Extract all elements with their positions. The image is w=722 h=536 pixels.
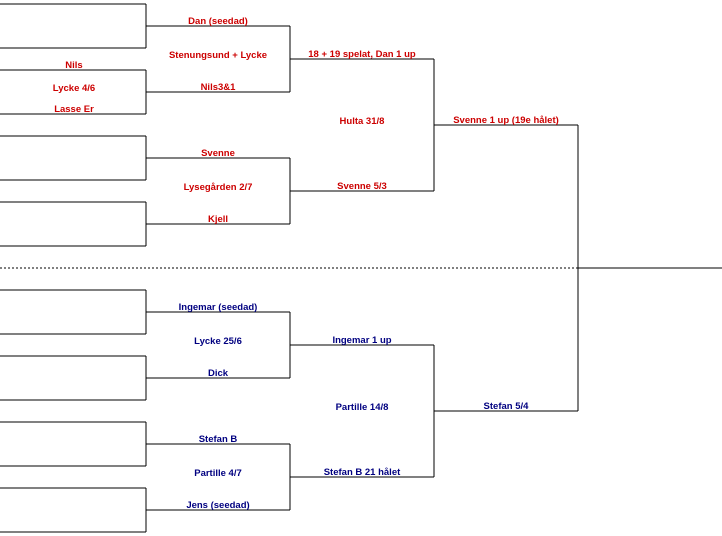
r2-venue-partille: Partille 4/7 [194,468,242,479]
r2-player-svenne: Svenne [201,148,235,159]
r1-player-lasse: Lasse Er [54,104,94,115]
r3-venue-partille: Partille 14/8 [336,402,389,413]
semi-result-stefan: Stefan 5/4 [484,401,530,412]
r1-venue-lycke: Lycke 4/6 [53,83,95,94]
r2-player-ingemar: Ingemar (seedad) [179,302,258,313]
r2-venue-stenungsund: Stenungsund + Lycke [169,50,267,61]
r3-venue-hulta: Hulta 31/8 [340,116,385,127]
r2-venue-lysegarden: Lysegården 2/7 [184,182,253,193]
r2-player-nils: Nils3&1 [201,82,237,93]
r1-match-8 [0,487,147,533]
r2-player-dan: Dan (seedad) [188,16,248,27]
r1-player-nils: Nils [65,60,82,71]
r3-result-ingemar: Ingemar 1 up [332,335,391,346]
r1-match-1 [0,3,147,49]
r2-player-dick: Dick [208,368,229,379]
r1-match-3 [0,135,147,181]
r1-match-5 [0,289,147,335]
r2-player-stefan: Stefan B [199,434,238,445]
r2-player-kjell: Kjell [208,214,228,225]
r2-venue-lycke: Lycke 25/6 [194,336,242,347]
final-match [434,124,722,412]
r2-player-jens: Jens (seedad) [186,500,249,511]
semi-result-svenne: Svenne 1 up (19e hålet) [453,115,559,126]
r1-match-6 [0,355,147,401]
r1-match-4 [0,201,147,247]
r1-match-7 [0,421,147,467]
r3-result-svenne: Svenne 5/3 [337,181,387,192]
r3-result-dan: 18 + 19 spelat, Dan 1 up [308,49,416,60]
r3-result-stefan: Stefan B 21 hålet [324,467,401,478]
